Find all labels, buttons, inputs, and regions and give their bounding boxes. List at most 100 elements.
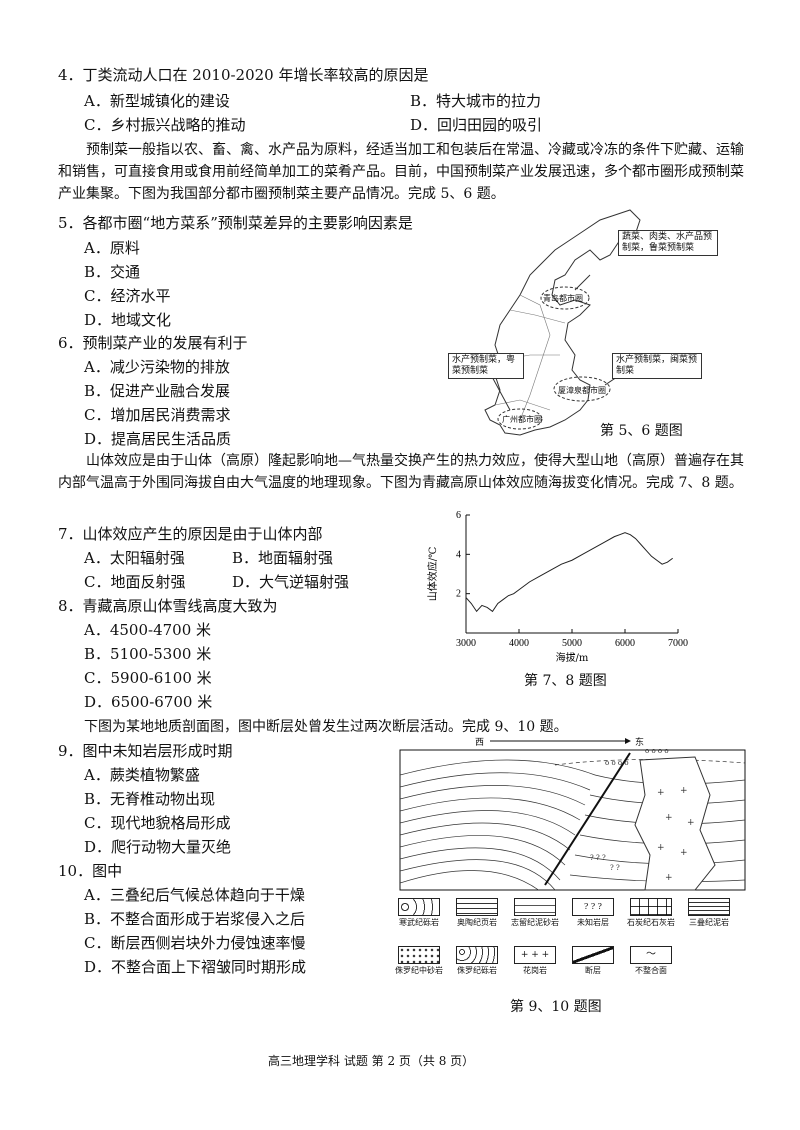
- q4-option-a: A．新型城镇化的建设: [84, 92, 230, 110]
- q9-option-c: C．现代地貌格局形成: [84, 814, 231, 832]
- q9-option-b: B．无脊椎动物出现: [84, 790, 216, 808]
- q10-option-a: A．三叠纪后气候总体趋向于干燥: [84, 886, 305, 904]
- passage-7-8: 山体效应是由于山体（高原）隆起影响地—气热量交换产生的热力效应，使得大型山地（高…: [58, 453, 744, 491]
- west-label: 西: [475, 738, 485, 748]
- qingdao-products-label: 蔬菜、肉类、水产品预制菜，鲁菜预制菜: [618, 230, 718, 256]
- x-tick-label: 6000: [615, 638, 635, 649]
- legend-jurassic-sandstone: 侏罗纪中砂岩: [395, 946, 443, 976]
- q6-option-b: B．促进产业融合发展: [84, 382, 231, 400]
- xiamen-city-label: 厦漳泉都市圈: [558, 386, 606, 395]
- coastline-map: [484, 209, 641, 436]
- x-tick-label: 4000: [509, 638, 529, 649]
- q6-option-a: A．减少污染物的排放: [84, 358, 230, 376]
- guangzhou-city-label: 广州都市圈: [502, 415, 542, 424]
- q4-stem: 4．丁类流动人口在 2010-2020 年增长率较高的原因是: [58, 66, 429, 84]
- q6-option-c: C．增加居民消费需求: [84, 406, 231, 424]
- page-footer: 高三地理学科 试题 第 2 页（共 8 页）: [268, 1054, 475, 1068]
- q5-stem: 5．各都市圈“地方菜系”预制菜差异的主要影响因素是: [58, 214, 413, 232]
- pattern-icon: [630, 898, 672, 916]
- q5-option-d: D．地域文化: [84, 311, 172, 329]
- svg-text:+: +: [657, 843, 665, 853]
- pattern-icon: ? ? ?: [572, 898, 614, 916]
- passage-9-10: 下图为某地地质剖面图，图中断层处曾发生过两次断层活动。完成 9、10 题。: [84, 719, 568, 735]
- q4-option-d: D．回归田园的吸引: [410, 116, 543, 134]
- pattern-icon: [398, 898, 440, 916]
- svg-text:? ? ?: ? ? ?: [590, 854, 606, 862]
- svg-text:+: +: [687, 818, 695, 828]
- legend-triassic-mudstone: 三叠纪泥岩: [685, 898, 733, 928]
- x-tick-label: 3000: [456, 638, 476, 649]
- q8-option-a: A．4500-4700 米: [84, 621, 212, 639]
- y-tick-label: 4: [456, 549, 461, 560]
- legend-fault: 断层: [569, 946, 617, 976]
- svg-text:+: +: [665, 813, 673, 823]
- geologic-caption: 第 9、10 题图: [510, 999, 602, 1015]
- svg-text:+: +: [680, 786, 688, 796]
- pattern-icon: [398, 946, 440, 964]
- svg-text:o o o o: o o o o: [605, 759, 629, 767]
- q9-option-a: A．蕨类植物繁盛: [84, 766, 200, 784]
- east-label: 东: [635, 738, 645, 748]
- q8-option-d: D．6500-6700 米: [84, 693, 213, 711]
- svg-text:+: +: [680, 848, 688, 858]
- x-tick-label: 7000: [668, 638, 688, 649]
- q8-option-b: B．5100-5300 米: [84, 645, 212, 663]
- pattern-icon: + + +: [514, 946, 556, 964]
- pattern-icon: [456, 898, 498, 916]
- q10-option-c: C．断层西侧岩块外力侵蚀速率慢: [84, 934, 306, 952]
- q6-stem: 6．预制菜产业的发展有利于: [58, 334, 248, 352]
- map-figure: 蔬菜、肉类、水产品预制菜，鲁菜预制菜 水产预制菜，粤菜预制菜 水产预制菜，闽菜预…: [440, 205, 760, 445]
- svg-text:+: +: [665, 873, 673, 883]
- y-tick-label: 6: [456, 510, 461, 521]
- svg-text:? ?: ? ?: [610, 864, 620, 872]
- y-axis-label: 山体效应/℃: [426, 547, 439, 602]
- q9-stem: 9．图中未知岩层形成时期: [58, 742, 233, 760]
- x-tick-label: 5000: [562, 638, 582, 649]
- chart-svg: 3000 4000 5000 6000 7000 2 4 6 海拔/m 山体效应/℃: [426, 510, 688, 664]
- legend-granite: + + + 花岗岩: [511, 946, 559, 976]
- legend-unconformity: ～ 不整合面: [627, 946, 675, 976]
- q4-option-b: B．特大城市的拉力: [410, 92, 542, 110]
- legend-ordovician-shale: 奥陶纪页岩: [453, 898, 501, 928]
- q4-option-c: C．乡村振兴战略的推动: [84, 116, 246, 134]
- pattern-icon: [456, 946, 498, 964]
- q7-option-b: B．地面辐射强: [232, 549, 334, 567]
- passage-5-6: 预制菜一般指以农、畜、禽、水产品为原料，经适当加工和包装后在常温、冷藏或冷冻的条…: [58, 142, 744, 202]
- q8-stem: 8．青藏高原山体雪线高度大致为: [58, 597, 278, 615]
- q10-stem: 10．图中: [58, 862, 123, 880]
- legend-unknown-layer: ? ? ? 未知岩层: [569, 898, 617, 928]
- q5-option-a: A．原料: [84, 239, 140, 257]
- q6-option-d: D．提高居民生活品质: [84, 430, 232, 448]
- fault-icon: [572, 946, 614, 964]
- x-axis-label: 海拔/m: [556, 651, 589, 664]
- q7-stem: 7．山体效应产生的原因是由于山体内部: [58, 525, 323, 543]
- unconformity-icon: ～: [630, 946, 672, 964]
- qingdao-city-label: 青岛都市圈: [543, 294, 583, 303]
- q9-option-d: D．爬行动物大量灭绝: [84, 838, 232, 856]
- section-svg: + + + + + + + o o o o o o o o ? ? ? ? ?: [399, 738, 746, 891]
- geologic-legend: 寒武纪砾岩 奥陶纪页岩 志留纪泥砂岩 ? ? ? 未知岩层 石炭纪石灰岩 三叠纪…: [395, 898, 755, 1008]
- svg-text:+: +: [657, 788, 665, 798]
- map-caption: 第 5、6 题图: [600, 423, 683, 439]
- legend-carboniferous-limestone: 石炭纪石灰岩: [627, 898, 675, 928]
- svg-text:o o o o: o o o o: [645, 747, 669, 755]
- series-line: [465, 532, 673, 613]
- legend-jurassic-conglomerate: 侏罗纪砾岩: [453, 946, 501, 976]
- y-tick-label: 2: [456, 589, 461, 600]
- geologic-section: 西 东: [395, 735, 755, 895]
- q7-option-a: A．太阳辐射强: [84, 549, 185, 567]
- legend-silurian-mudstone: 志留纪泥砂岩: [511, 898, 559, 928]
- guangzhou-products-label: 水产预制菜，粤菜预制菜: [448, 353, 524, 379]
- pattern-icon: [688, 898, 730, 916]
- q10-option-d: D．不整合面上下褶皱同时期形成: [84, 958, 307, 976]
- mountain-effect-chart: 3000 4000 5000 6000 7000 2 4 6 海拔/m 山体效应/℃: [420, 505, 690, 670]
- pattern-icon: [514, 898, 556, 916]
- q5-option-c: C．经济水平: [84, 287, 171, 305]
- chart-caption: 第 7、8 题图: [524, 673, 607, 689]
- q5-option-b: B．交通: [84, 263, 141, 281]
- legend-cambrian-conglomerate: 寒武纪砾岩: [395, 898, 443, 928]
- xiamen-products-label: 水产预制菜，闽菜预制菜: [612, 353, 702, 379]
- q10-option-b: B．不整合面形成于岩浆侵入之后: [84, 910, 306, 928]
- q8-option-c: C．5900-6100 米: [84, 669, 212, 687]
- q7-option-d: D．大气逆辐射强: [232, 573, 350, 591]
